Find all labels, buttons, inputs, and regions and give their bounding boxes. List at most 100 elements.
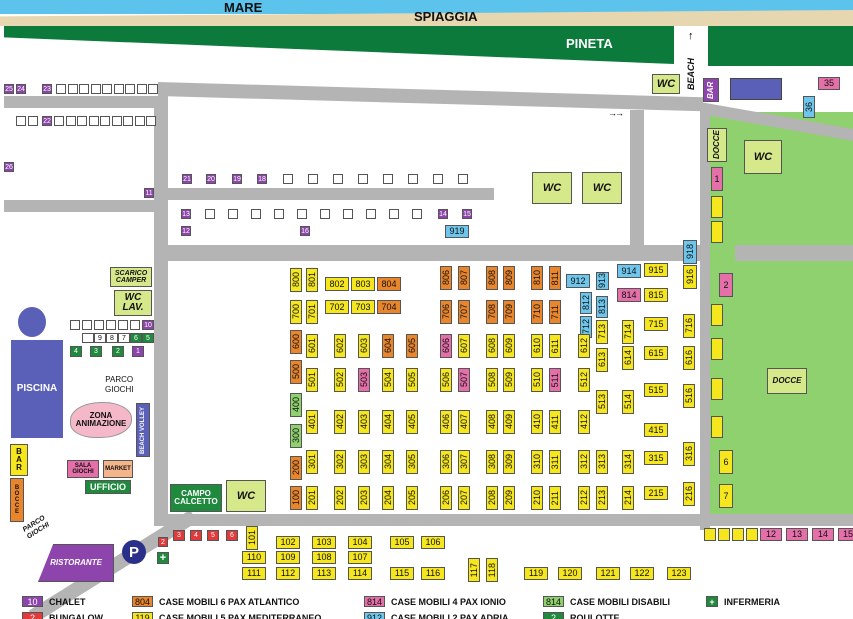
pitch-610: 610 <box>531 334 543 358</box>
pitch-806: 806 <box>440 266 452 290</box>
pitch-715: 715 <box>644 317 668 331</box>
pitch-210: 210 <box>531 486 543 510</box>
pitch-809: 809 <box>503 266 515 290</box>
pitch-710: 710 <box>531 300 543 324</box>
pitch-506: 506 <box>440 368 452 392</box>
beach-label: SPIAGGIA <box>414 9 478 24</box>
pitch-2: 2 <box>719 273 733 297</box>
pitch-704: 704 <box>377 300 401 314</box>
pitch-604: 604 <box>382 334 394 358</box>
pitch-115: 115 <box>390 567 414 580</box>
pitch-601: 601 <box>306 334 318 358</box>
market: MARKET <box>103 460 133 478</box>
empty-lot <box>333 174 343 184</box>
pitch-113: 113 <box>312 567 336 580</box>
pitch-206: 206 <box>440 486 452 510</box>
pitch-919: 919 <box>445 225 469 238</box>
empty-lot <box>102 84 112 94</box>
pitch-104: 104 <box>348 536 372 549</box>
legend-text: BUNGALOW <box>49 612 103 619</box>
pitch-713: 713 <box>596 320 608 344</box>
pine-forest-right <box>708 26 853 66</box>
pitch-23: 23 <box>42 84 52 94</box>
pitch-311: 311 <box>549 450 561 474</box>
pitch-602: 602 <box>334 334 346 358</box>
pitch-216: 216 <box>683 482 695 506</box>
empty-lot <box>383 174 393 184</box>
pitch-709: 709 <box>503 300 515 324</box>
pitch-207: 207 <box>458 486 470 510</box>
pitch-16: 16 <box>300 226 310 236</box>
pitch-915: 915 <box>644 263 668 277</box>
empty-lot <box>88 116 99 126</box>
pitch-25: 25 <box>4 84 14 94</box>
pitch-22: 22 <box>42 116 52 126</box>
pitch-200: 200 <box>290 456 302 480</box>
empty-lot <box>70 320 80 330</box>
empty-lot <box>82 333 94 343</box>
docce-right: DOCCE <box>767 368 807 394</box>
legend-item: +INFERMERIA <box>706 596 780 607</box>
empty-lot <box>205 209 215 219</box>
pitch-502: 502 <box>334 368 346 392</box>
pitch-36: 36 <box>803 96 815 118</box>
pitch-603: 603 <box>358 334 370 358</box>
pitch-204: 204 <box>382 486 394 510</box>
wc-block-top: WC <box>652 74 680 94</box>
pitch-303: 303 <box>358 450 370 474</box>
pitch-512: 512 <box>578 368 590 392</box>
road-vertical-right <box>700 110 710 530</box>
pitch-2: 2 <box>158 537 168 547</box>
pitch-308: 308 <box>486 450 498 474</box>
pitch-708: 708 <box>486 300 498 324</box>
legend-text: CHALET <box>49 596 86 607</box>
legend-swatch: + <box>706 596 718 607</box>
pitch-102: 102 <box>276 536 300 549</box>
pitch-400: 400 <box>290 393 302 417</box>
pitch-613: 613 <box>596 348 608 372</box>
empty-lot <box>283 174 293 184</box>
legend-swatch: 10 <box>22 596 43 607</box>
pitch-406: 406 <box>440 410 452 434</box>
pitch-14: 14 <box>438 209 448 219</box>
direction-arrows: →→ <box>608 108 624 118</box>
pitch-312: 312 <box>578 450 590 474</box>
empty-lot <box>711 221 723 243</box>
empty-lot <box>94 320 104 330</box>
pitch-205: 205 <box>406 486 418 510</box>
pitch-706: 706 <box>440 300 452 324</box>
empty-lot <box>711 378 723 400</box>
pitch-513: 513 <box>596 390 608 414</box>
pitch-802: 802 <box>325 277 349 291</box>
empty-lot <box>136 84 147 94</box>
pitch-405: 405 <box>406 410 418 434</box>
pitch-15: 15 <box>462 209 472 219</box>
pitch-508: 508 <box>486 368 498 392</box>
piscina: PISCINA <box>11 340 63 438</box>
pitch-711: 711 <box>549 300 561 324</box>
pitch-611: 611 <box>549 334 561 358</box>
empty-lot <box>251 209 261 219</box>
pitch-214: 214 <box>622 486 634 510</box>
pitch-306: 306 <box>440 450 452 474</box>
pitch-18: 18 <box>257 174 267 184</box>
road-top <box>4 96 164 108</box>
pitch-412: 412 <box>578 410 590 434</box>
ristorante: RISTORANTE <box>38 544 114 582</box>
empty-lot <box>358 174 368 184</box>
pitch-609: 609 <box>503 334 515 358</box>
pitch-408: 408 <box>486 410 498 434</box>
empty-lot <box>118 320 128 330</box>
pitch-4: 4 <box>70 346 82 357</box>
sea <box>0 0 853 14</box>
pitch-6: 6 <box>719 450 733 474</box>
pitch-803: 803 <box>351 277 375 291</box>
pitch-120: 120 <box>558 567 582 580</box>
pitch-19: 19 <box>232 174 242 184</box>
pitch-8: 8 <box>106 333 118 343</box>
empty-lot <box>130 320 140 330</box>
wc-block-1: WC <box>532 172 572 204</box>
sea-label: MARE <box>224 0 263 15</box>
